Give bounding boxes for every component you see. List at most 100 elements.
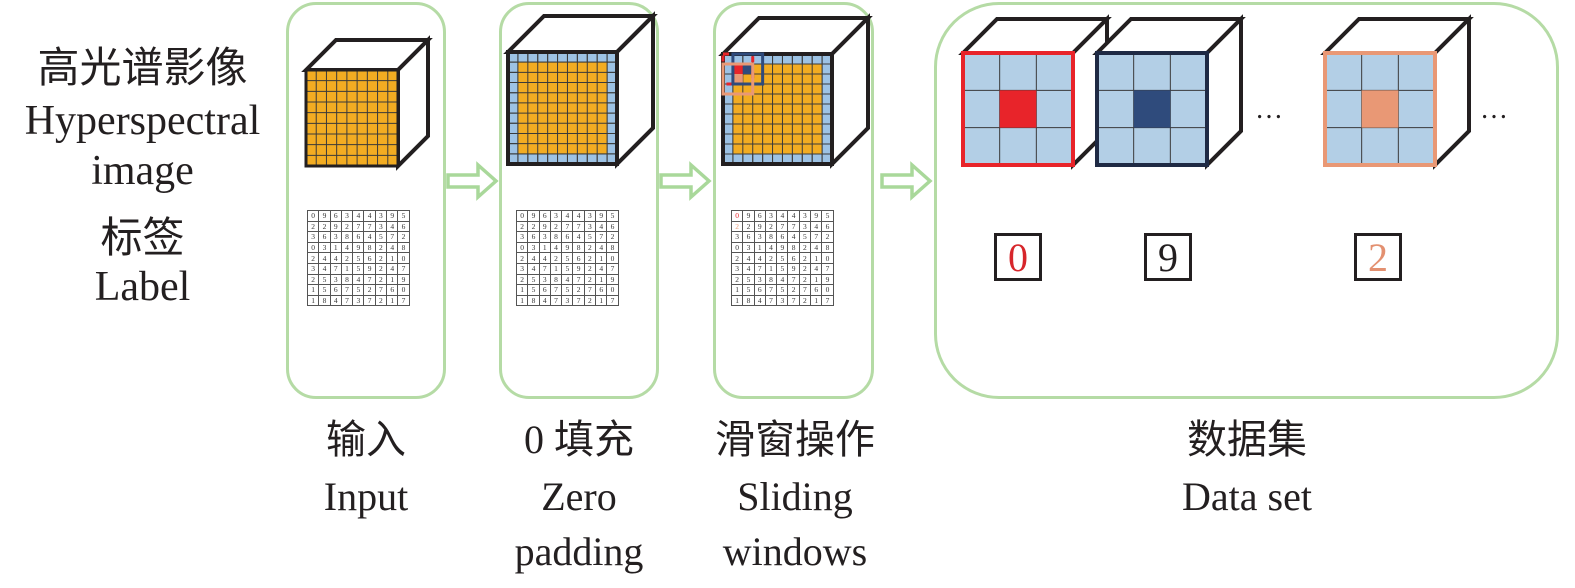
label-grid-cell: 7 bbox=[821, 262, 834, 275]
label-grid-cell: 7 bbox=[810, 231, 823, 243]
label-grid-cell: 5 bbox=[374, 231, 388, 243]
label-grid-cell: 3 bbox=[318, 241, 331, 254]
sliding-cube-front-border bbox=[721, 52, 834, 166]
label-grid-cell: 3 bbox=[798, 220, 812, 233]
label-grid-cell: 1 bbox=[810, 273, 823, 286]
label-grid-cell: 3 bbox=[764, 210, 778, 222]
label-grid-cell: 4 bbox=[742, 262, 755, 275]
label-grid-cell: 7 bbox=[549, 284, 563, 296]
label-grid-cell: 9 bbox=[386, 210, 399, 222]
label-grid-cell: 3 bbox=[329, 273, 342, 286]
label-grid-cell: 2 bbox=[374, 273, 388, 286]
label-grid-cell: 5 bbox=[397, 210, 410, 222]
patch-center-3 bbox=[1361, 90, 1399, 128]
label-grid-cell: 3 bbox=[374, 220, 388, 233]
label-grid-cell: 6 bbox=[753, 284, 766, 296]
dataset-label-box-2: 9 bbox=[1144, 233, 1192, 281]
panel-zero-padding bbox=[499, 2, 659, 399]
label-grid-cell: 4 bbox=[329, 252, 342, 264]
label-grid-cell: 2 bbox=[549, 252, 563, 264]
label-grid-cell: 9 bbox=[397, 273, 410, 286]
padded-cube-core bbox=[517, 62, 608, 154]
label-grid-cell: 6 bbox=[527, 231, 540, 243]
dataset-label-box-1: 0 bbox=[994, 233, 1042, 281]
label-grid-cell: 8 bbox=[318, 294, 331, 307]
label-grid-cell: 4 bbox=[742, 252, 755, 264]
label-grid-cell: 7 bbox=[572, 294, 585, 307]
label-grid-cell: 1 bbox=[386, 294, 399, 307]
label-grid-cell: 3 bbox=[583, 220, 597, 233]
label-grid-cell: 1 bbox=[538, 241, 551, 254]
label-grid-cell: 9 bbox=[527, 210, 540, 222]
label-grid-cell: 4 bbox=[363, 210, 376, 222]
dataset-label-value: 0 bbox=[1008, 235, 1028, 280]
label-grid-cell: 2 bbox=[787, 284, 800, 296]
label-grid-cell: 5 bbox=[561, 252, 574, 264]
label-grid-cell: 4 bbox=[595, 220, 608, 233]
label-grid-cell: 4 bbox=[572, 210, 585, 222]
label-grid-cell: 2 bbox=[798, 294, 812, 307]
label-grid-cell: 1 bbox=[595, 294, 608, 307]
label-grid-cell: 3 bbox=[561, 294, 574, 307]
label-grid-cell: 4 bbox=[538, 252, 551, 264]
patch-border-2 bbox=[1095, 51, 1209, 167]
label-grid-cell: 0 bbox=[306, 210, 320, 222]
label-grid-cell: 7 bbox=[374, 284, 388, 296]
window-center-navy bbox=[742, 64, 753, 74]
dataset-label-value: 9 bbox=[1158, 235, 1178, 280]
label-grid-cell: 5 bbox=[318, 284, 331, 296]
label-grid-cell: 2 bbox=[821, 231, 834, 243]
label-grid-cell: 9 bbox=[787, 262, 800, 275]
label-grid-cell: 9 bbox=[606, 273, 619, 286]
label-grid-cell: 2 bbox=[515, 220, 529, 233]
label-grid-cell: 2 bbox=[527, 220, 540, 233]
label-grid-cell: 3 bbox=[776, 294, 789, 307]
panel-input bbox=[286, 2, 446, 399]
label-grid-cell: 0 bbox=[306, 241, 320, 254]
label-grid-cell: 2 bbox=[374, 252, 388, 264]
label-grid-cell: 5 bbox=[561, 284, 574, 296]
label-grid-cell: 1 bbox=[730, 284, 744, 296]
label-grid-cell: 2 bbox=[306, 273, 320, 286]
label-grid-cell: 0 bbox=[730, 241, 744, 254]
label-grid-cell: 4 bbox=[810, 220, 823, 233]
label-grid-cell: 4 bbox=[527, 262, 540, 275]
window-salmon bbox=[721, 62, 755, 96]
panel-dataset bbox=[934, 2, 1559, 399]
label-title-en: Label bbox=[94, 264, 191, 310]
label-grid-cell: 7 bbox=[606, 262, 619, 275]
label-grid-cell: 4 bbox=[352, 273, 365, 286]
label-grid-cell: 4 bbox=[363, 231, 376, 243]
label-grid-cell: 7 bbox=[606, 294, 619, 307]
padded-cube-front-border bbox=[506, 50, 619, 166]
label-grid-cell: 5 bbox=[583, 231, 597, 243]
hyperspectral-title-en-1: Hyperspectral bbox=[24, 98, 261, 144]
label-grid-cell: 3 bbox=[798, 210, 812, 222]
label-grid-cell: 4 bbox=[561, 273, 574, 286]
label-grid-cell: 2 bbox=[583, 294, 597, 307]
label-grid-cell: 2 bbox=[306, 252, 320, 264]
caption-zero-padding-en-1: Zero bbox=[541, 474, 617, 519]
label-grid-cell: 9 bbox=[821, 273, 834, 286]
label-grid-cell: 5 bbox=[798, 231, 812, 243]
label-grid-cell: 2 bbox=[306, 220, 320, 233]
label-grid-cell: 2 bbox=[363, 284, 376, 296]
label-grid-cell: 3 bbox=[538, 273, 551, 286]
label-grid-cell: 1 bbox=[329, 241, 342, 254]
label-grid-cell: 6 bbox=[776, 231, 789, 243]
label-grid-cell: 9 bbox=[538, 220, 551, 233]
caption-dataset-zh: 数据集 bbox=[1187, 417, 1307, 462]
label-grid-cell: 4 bbox=[386, 241, 399, 254]
label-grid-cell: 2 bbox=[798, 241, 812, 254]
ellipsis-1: … bbox=[1255, 94, 1287, 125]
label-grid-cell: 7 bbox=[352, 220, 365, 233]
label-grid-cell: 7 bbox=[538, 262, 551, 275]
label-grid-cell: 4 bbox=[776, 273, 789, 286]
